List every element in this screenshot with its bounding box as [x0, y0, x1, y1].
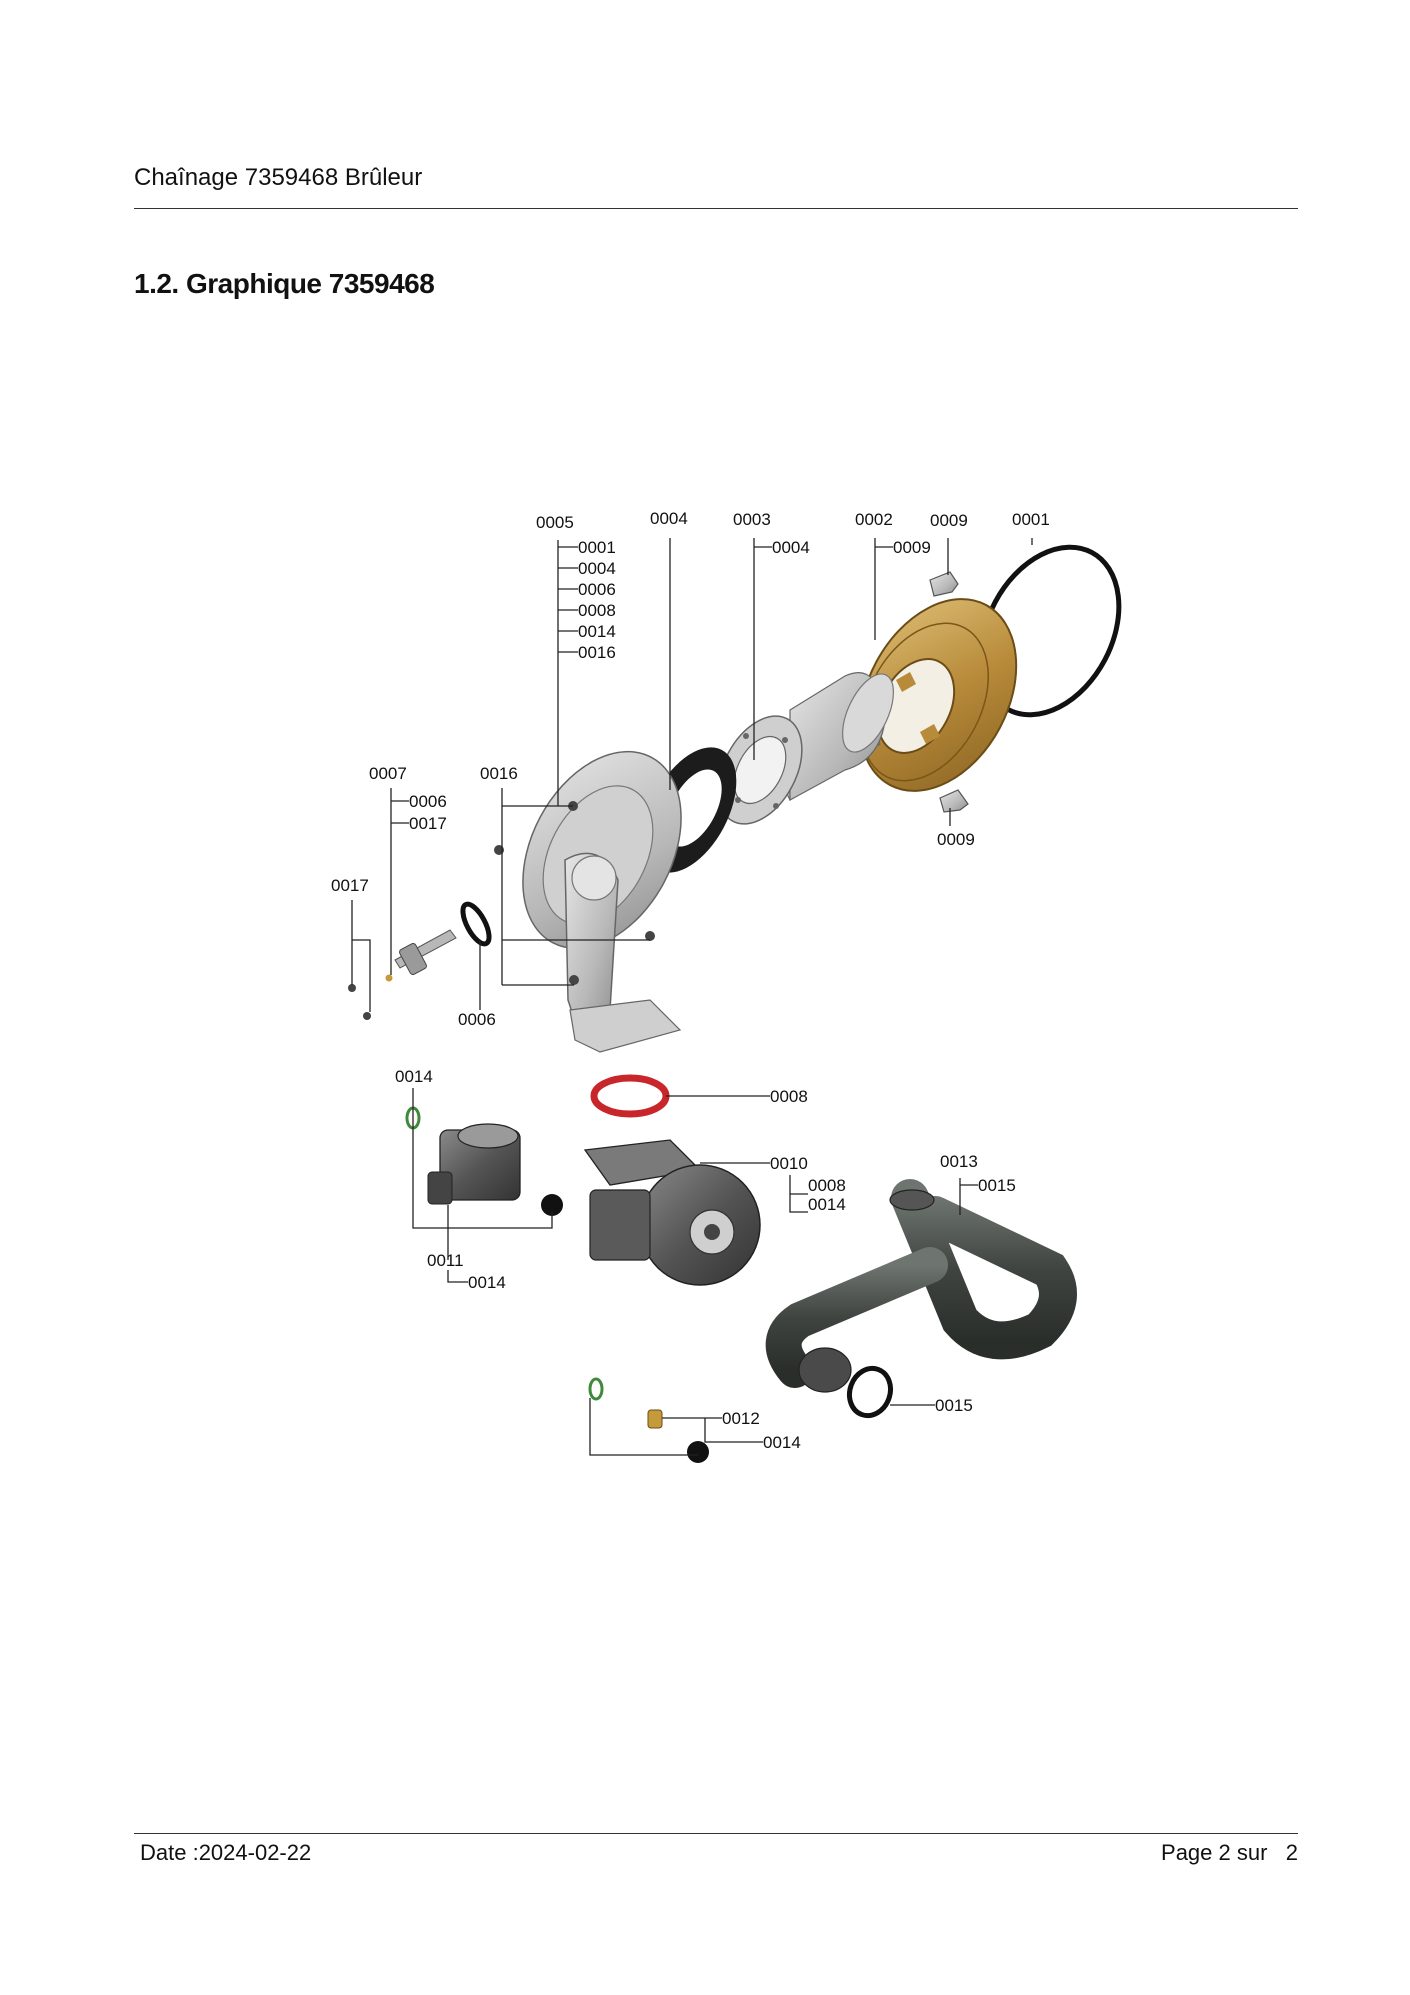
callout-labels: 0005 0001 0004 0006 0008 0014 0016 0004 …: [331, 509, 1050, 1452]
callout-0005-sub-2: 0004: [578, 559, 616, 578]
leader-lines: [351, 538, 1033, 1456]
callout-0004: 0004: [650, 509, 688, 528]
callout-0010-sub-2: 0014: [808, 1195, 846, 1214]
callout-0001: 0001: [1012, 510, 1050, 529]
footer-date: Date :2024-02-22: [140, 1840, 312, 1865]
clip-0009-bottom: [939, 789, 969, 813]
screws-0017: [348, 984, 371, 1020]
callout-0005-sub-6: 0016: [578, 643, 616, 662]
oring-0015: [846, 1365, 894, 1419]
callout-0005-sub-5: 0014: [578, 622, 616, 641]
callout-0016: 0016: [480, 764, 518, 783]
callout-0006: 0006: [458, 1010, 496, 1029]
callout-0003-sub-1: 0004: [772, 538, 810, 557]
callout-0011-sub-1: 0014: [468, 1273, 506, 1292]
gas-valve-0011: [427, 1123, 563, 1216]
callout-0013-sub-1: 0015: [978, 1176, 1016, 1195]
header-divider: [134, 208, 1298, 209]
burner-tube-0003: [717, 672, 894, 825]
callout-0005-sub-4: 0008: [578, 601, 616, 620]
callout-0012: 0012: [722, 1409, 760, 1428]
brass-flange-0002: [858, 598, 1018, 792]
fan-blower-0010: [583, 1139, 761, 1286]
callout-0008: 0008: [770, 1087, 808, 1106]
callout-0007: 0007: [369, 764, 407, 783]
callout-0007-sub-2: 0017: [409, 814, 447, 833]
callout-0005-sub-3: 0006: [578, 580, 616, 599]
gasket-red-0008: [590, 1074, 670, 1118]
callout-0014: 0014: [395, 1067, 433, 1086]
callout-0012-sub-1: 0014: [763, 1433, 801, 1452]
clip-0009-top: [929, 571, 959, 597]
callout-0003: 0003: [733, 510, 771, 529]
callout-0015: 0015: [935, 1396, 973, 1415]
callout-0010: 0010: [770, 1154, 808, 1173]
gasket-0006: [460, 901, 492, 947]
siphon-pipe-0013: [765, 1179, 1077, 1393]
section-title: 1.2. Graphique 7359468: [134, 268, 435, 299]
callout-0009-top: 0009: [930, 511, 968, 530]
fitting-0012: [588, 1377, 709, 1463]
footer-page-number: Page 2 sur 2: [1161, 1840, 1298, 1865]
callout-0005: 0005: [536, 513, 574, 532]
callout-0002: 0002: [855, 510, 893, 529]
callout-0010-sub-1: 0008: [808, 1176, 846, 1195]
callout-0009-bottom: 0009: [937, 830, 975, 849]
page-header-title: Chaînage 7359468 Brûleur: [134, 164, 423, 191]
callout-0005-sub-1: 0001: [578, 538, 616, 557]
callout-0017: 0017: [331, 876, 369, 895]
burner-housing-0005: [522, 750, 682, 1053]
electrode-0007: [385, 929, 457, 982]
footer-divider: [134, 1833, 1298, 1834]
callout-0013: 0013: [940, 1152, 978, 1171]
callout-0007-sub-1: 0006: [409, 792, 447, 811]
callout-0002-sub-1: 0009: [893, 538, 931, 557]
callout-0011: 0011: [427, 1251, 464, 1270]
